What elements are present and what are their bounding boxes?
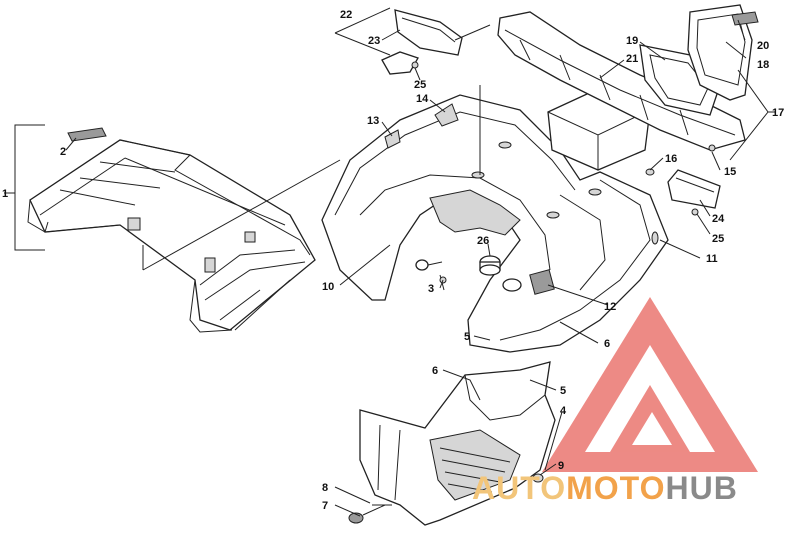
fender-decal-13: [384, 129, 401, 149]
bracket-17: [729, 69, 775, 161]
fastener-9: [532, 473, 544, 483]
bracket-22: [334, 7, 391, 56]
side-shield-22: [394, 9, 463, 56]
callout-20: 20: [757, 40, 769, 52]
callout-21: 21: [626, 53, 638, 65]
footwell: [359, 361, 556, 526]
fastener-16: [645, 168, 655, 176]
callout-17: 17: [772, 107, 784, 119]
side-shield-24: [667, 169, 721, 209]
callout-24: 24: [712, 213, 725, 225]
callout-14: 14: [416, 93, 429, 105]
callout-9: 9: [558, 460, 564, 472]
callout-3: 3: [428, 283, 434, 295]
callout-18: 18: [757, 59, 769, 71]
callout-23: 23: [368, 35, 380, 47]
watermark-text: AUTOMOTOHUB: [472, 470, 738, 507]
callout-6b: 6: [604, 338, 610, 350]
callout-13: 13: [367, 115, 379, 127]
watermark-hub: HUB: [665, 470, 738, 506]
watermark-logo: [542, 297, 758, 472]
callout-10: 10: [322, 281, 334, 293]
callout-26: 26: [477, 235, 489, 247]
fender-decal-14: [434, 103, 459, 127]
bracket-1: [4, 124, 45, 251]
callout-25a: 25: [414, 79, 426, 91]
watermark-auto: AUTO: [472, 470, 567, 506]
rack-panel-18: [687, 4, 759, 101]
leader-lines: [65, 19, 747, 517]
callout-6a: 6: [432, 365, 438, 377]
callout-4: 4: [560, 405, 567, 417]
callout-5a: 5: [464, 331, 470, 343]
callout-5b: 5: [560, 385, 566, 397]
rear-rack: [27, 139, 316, 333]
callout-7: 7: [322, 500, 328, 512]
callout-16: 16: [665, 153, 677, 165]
callout-1: 1: [2, 188, 8, 200]
rear-fender: [321, 94, 669, 353]
watermark-moto: MOTO: [566, 470, 666, 506]
rack-decal: [67, 127, 107, 142]
callout-2: 2: [60, 146, 66, 158]
callout-15: 15: [724, 166, 736, 178]
fastener-25-top: [411, 61, 419, 69]
callout-11: 11: [706, 253, 718, 265]
callout-19: 19: [626, 35, 638, 47]
callout-22: 22: [340, 9, 352, 21]
callout-8: 8: [322, 482, 328, 494]
callout-12: 12: [604, 301, 616, 313]
front-rack: [497, 11, 746, 151]
fastener-15: [708, 144, 716, 152]
fastener-25: [691, 208, 699, 216]
cap-26: [479, 255, 501, 276]
callout-25b: 25: [712, 233, 724, 245]
